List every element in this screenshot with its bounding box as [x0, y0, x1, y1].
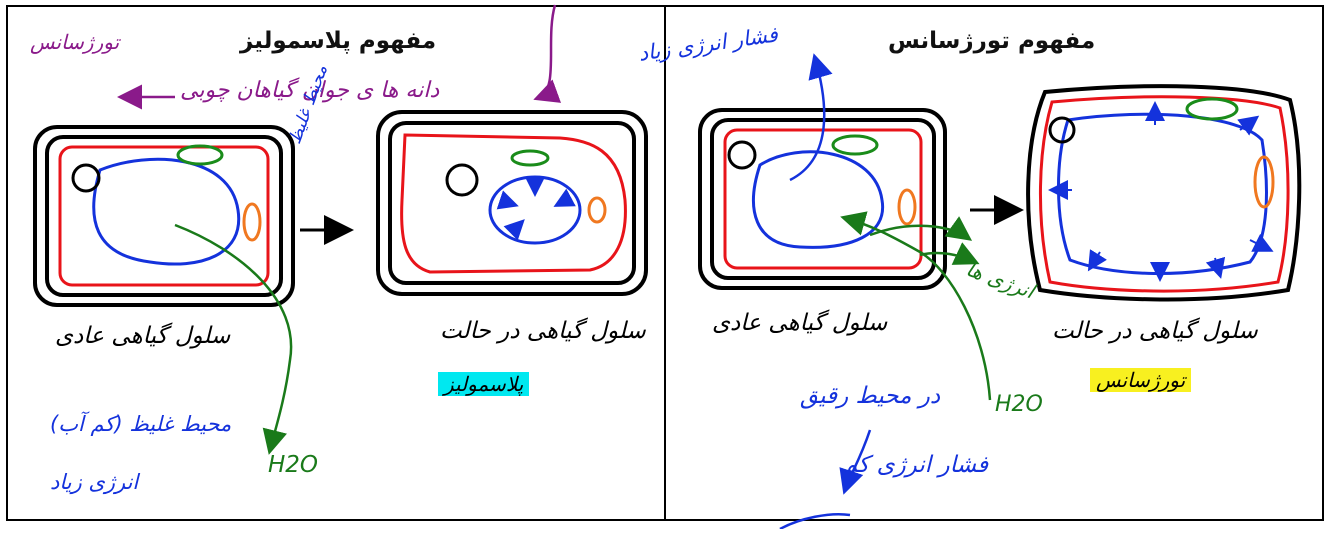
right-low-pressure-arrow [839, 429, 872, 495]
left-normal-cell [33, 125, 295, 307]
left-note-target: تورژسانس [30, 30, 120, 54]
right-medium-label: در محیط رقیق [800, 383, 941, 409]
right-energy-arrow-1 [869, 216, 973, 241]
right-water-label: H2O [995, 392, 1043, 417]
right-state-cell-label: سلول گیاهی در حالت [1052, 318, 1258, 344]
left-normal-cell-label: سلول گیاهی عادی [55, 323, 231, 349]
bottom-stray-stroke [779, 513, 851, 531]
left-note-top: دانه ها ی جوان گیاهان چوبی [180, 78, 440, 103]
left-water-label: H2O [268, 452, 319, 478]
right-water-arrow [840, 211, 992, 401]
right-state-word: تورژسانس [1090, 368, 1192, 392]
left-water-arrow [174, 223, 293, 455]
left-state-cell-label: سلول گیاهی در حالت [440, 318, 646, 344]
right-pressure-arrow [789, 53, 833, 182]
left-medium-sub: انرژی زیاد [50, 470, 139, 494]
left-state-word: پلاسمولیز [438, 372, 530, 396]
left-medium-label: محیط غلیظ (کم آب) [50, 412, 232, 436]
right-title: مفهوم تورژسانس [888, 28, 1096, 54]
right-energy-arrow-2 [919, 242, 980, 265]
left-title: مفهوم پلاسمولیز [240, 28, 437, 54]
right-pressure-bottom: فشار انرژی کم [843, 452, 989, 478]
right-normal-cell-label: سلول گیاهی عادی [712, 310, 888, 336]
right-turgescence-cell [1026, 84, 1302, 302]
left-plasmolysis-cell [376, 110, 648, 296]
left-note-arrow [533, 4, 562, 103]
